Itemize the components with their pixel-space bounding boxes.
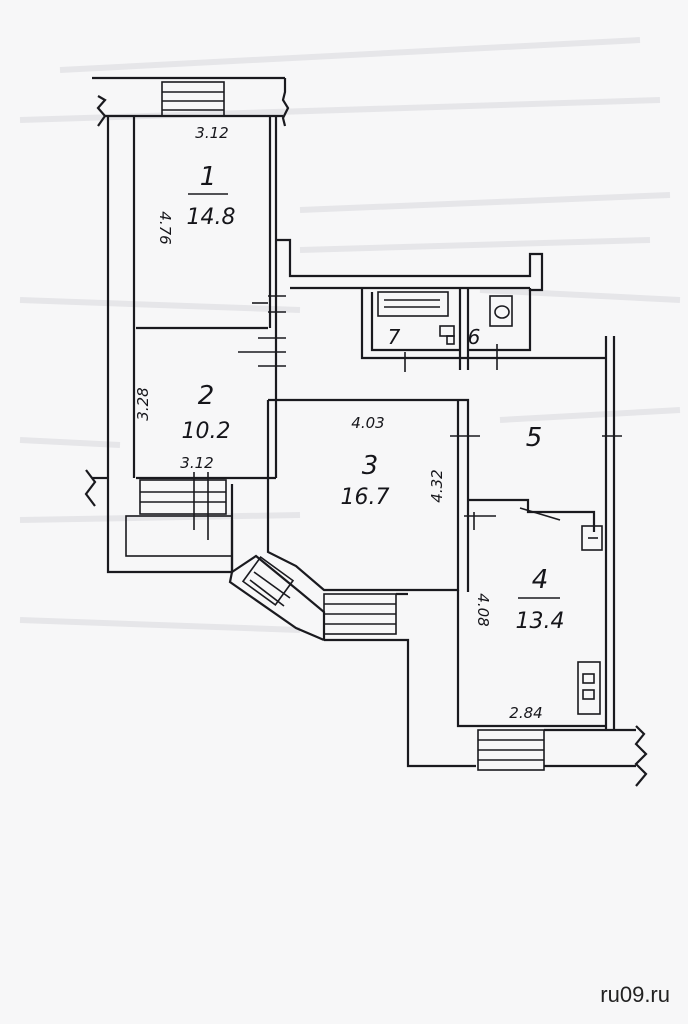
room-3-number: 3 <box>362 451 379 481</box>
room-2-length-dim: 3.28 <box>134 387 152 420</box>
room-2-number: 2 <box>198 381 215 411</box>
room-1-width-dim: 3.12 <box>195 124 228 142</box>
room-1-length-dim: 4.76 <box>156 211 174 244</box>
room-3-area: 16.7 <box>341 485 390 510</box>
toilet-6 <box>458 288 532 370</box>
room-4 <box>456 525 606 728</box>
room-3-width-dim: 4.03 <box>351 414 384 432</box>
room-1-number: 1 <box>200 162 217 192</box>
room-4-width-dim: 2.84 <box>509 704 542 722</box>
room-2 <box>136 337 286 480</box>
left-entrance <box>84 469 234 574</box>
front-stairs <box>323 592 476 768</box>
room-1 <box>136 116 286 478</box>
bottom-right-stairs <box>477 725 648 787</box>
room-7-number: 7 <box>388 325 401 349</box>
room-3-length-dim: 4.32 <box>428 469 446 502</box>
room-5 <box>464 336 622 730</box>
room-1-area: 14.8 <box>187 205 236 230</box>
top-window-stairs <box>161 81 225 117</box>
bathroom-7 <box>360 288 606 372</box>
room-4-length-dim: 4.08 <box>474 593 492 626</box>
room-3 <box>266 398 480 592</box>
room-4-area: 13.4 <box>516 609 565 634</box>
angled-stairs <box>228 554 326 642</box>
room-2-area: 10.2 <box>182 419 231 444</box>
room-6-number: 6 <box>468 325 481 349</box>
top-wall <box>92 76 290 127</box>
room-5-number: 5 <box>526 423 543 453</box>
room-4-number: 4 <box>532 565 549 595</box>
left-wall <box>106 116 136 478</box>
room-2-width-dim: 3.12 <box>180 454 213 472</box>
corridor-top <box>276 238 544 292</box>
watermark: ru09.ru <box>600 982 670 1007</box>
